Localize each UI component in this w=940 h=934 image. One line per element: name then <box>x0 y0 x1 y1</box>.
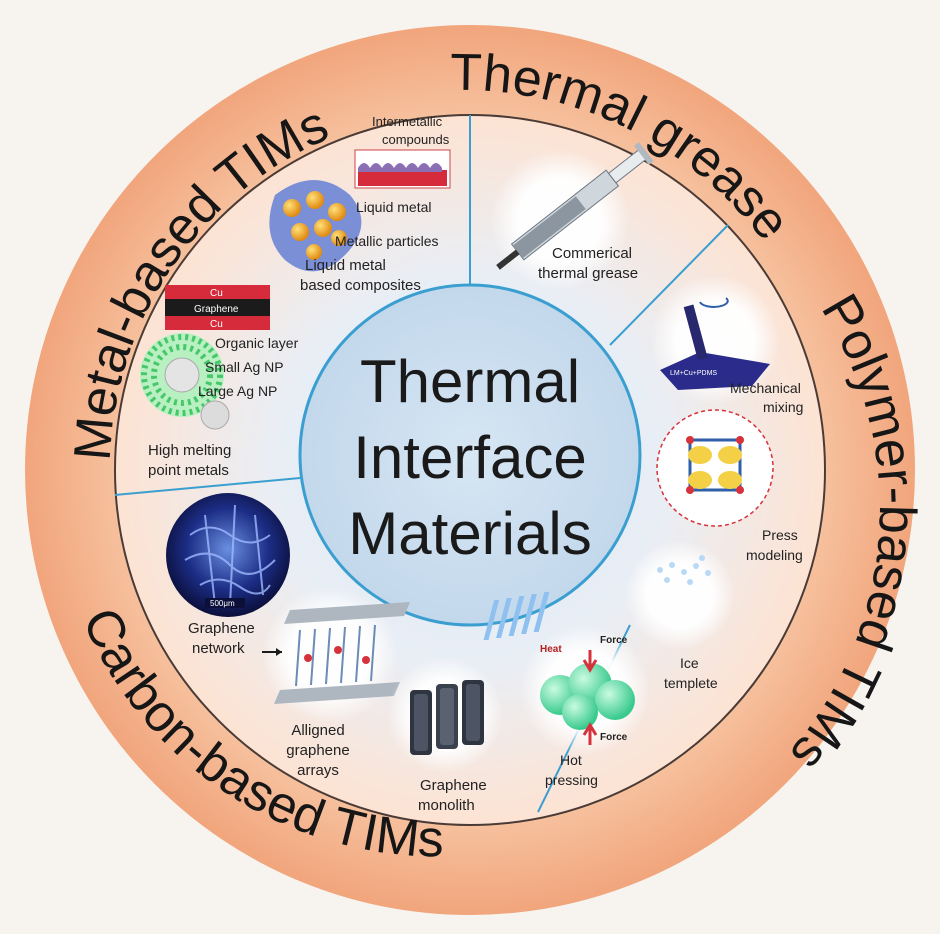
label-grease-2: thermal grease <box>538 265 638 282</box>
divider-left <box>114 477 301 496</box>
label-force-top: Force <box>600 635 628 646</box>
ice-template-illustration <box>483 540 735 650</box>
label-press-1: Press <box>762 527 798 543</box>
label-press-2: modeling <box>746 547 803 563</box>
label-arrays-2: graphene <box>286 742 349 759</box>
center-title-line3: Materials <box>348 500 591 567</box>
cu-graphene-stack <box>165 285 270 330</box>
label-monolith-2: monolith <box>418 797 475 814</box>
label-lm-cu-pdms: LM+Cu+PDMS <box>670 370 717 377</box>
label-lm-composites-1: Liquid metal <box>305 257 386 274</box>
label-monolith-1: Graphene <box>420 777 487 794</box>
label-ice-2: templete <box>664 675 718 691</box>
label-grease-1: Commerical <box>552 245 632 262</box>
label-arrays-1: Alligned <box>291 722 344 739</box>
label-liquid-metal: Liquid metal <box>356 199 432 215</box>
label-small-ag: Small Ag NP <box>205 359 284 375</box>
label-arrays-3: arrays <box>297 762 339 779</box>
label-lm-composites-2: based composites <box>300 277 421 294</box>
label-organic-layer: Organic layer <box>215 335 299 351</box>
liquid-metal-blob <box>269 180 362 272</box>
label-large-ag: Large Ag NP <box>198 383 277 399</box>
ag-nanoparticles <box>140 333 230 430</box>
label-network-2: network <box>192 640 245 657</box>
aligned-arrays-illustration <box>262 587 410 723</box>
mechanical-mixing-illustration <box>650 275 780 405</box>
graphene-network-illustration <box>166 493 290 617</box>
label-graphene-layer: Graphene <box>194 304 239 315</box>
label-network-1: Graphene <box>188 620 255 637</box>
center-title-line2: Interface <box>353 424 586 491</box>
intermetallic-illustration <box>354 149 451 189</box>
divider-right-upper <box>609 224 729 346</box>
label-cu-bottom: Cu <box>210 319 223 330</box>
label-hot-2: pressing <box>545 772 598 788</box>
label-heat: Heat <box>540 644 562 655</box>
center-title-line1: Thermal <box>360 348 580 415</box>
graphene-monolith-illustration <box>387 657 503 773</box>
label-mech-2: mixing <box>763 399 803 415</box>
center-disc <box>298 283 642 627</box>
label-mech-1: Mechanical <box>730 380 801 396</box>
label-scale-bar: 500μm <box>210 599 235 608</box>
label-metallic-particles: Metallic particles <box>335 233 438 249</box>
label-ice-1: Ice <box>680 655 699 671</box>
syringe-illustration <box>490 142 654 290</box>
label-cu-top: Cu <box>210 288 223 299</box>
label-hmp-1: High melting <box>148 442 231 459</box>
hot-pressing-illustration <box>520 625 650 755</box>
label-intermetallic-2: compounds <box>382 132 450 147</box>
label-force-bottom: Force <box>600 732 628 743</box>
press-modeling-illustration <box>656 409 774 527</box>
label-hmp-2: point metals <box>148 462 229 479</box>
label-hot-1: Hot <box>560 752 582 768</box>
label-intermetallic-1: Intermetallic <box>372 114 443 129</box>
